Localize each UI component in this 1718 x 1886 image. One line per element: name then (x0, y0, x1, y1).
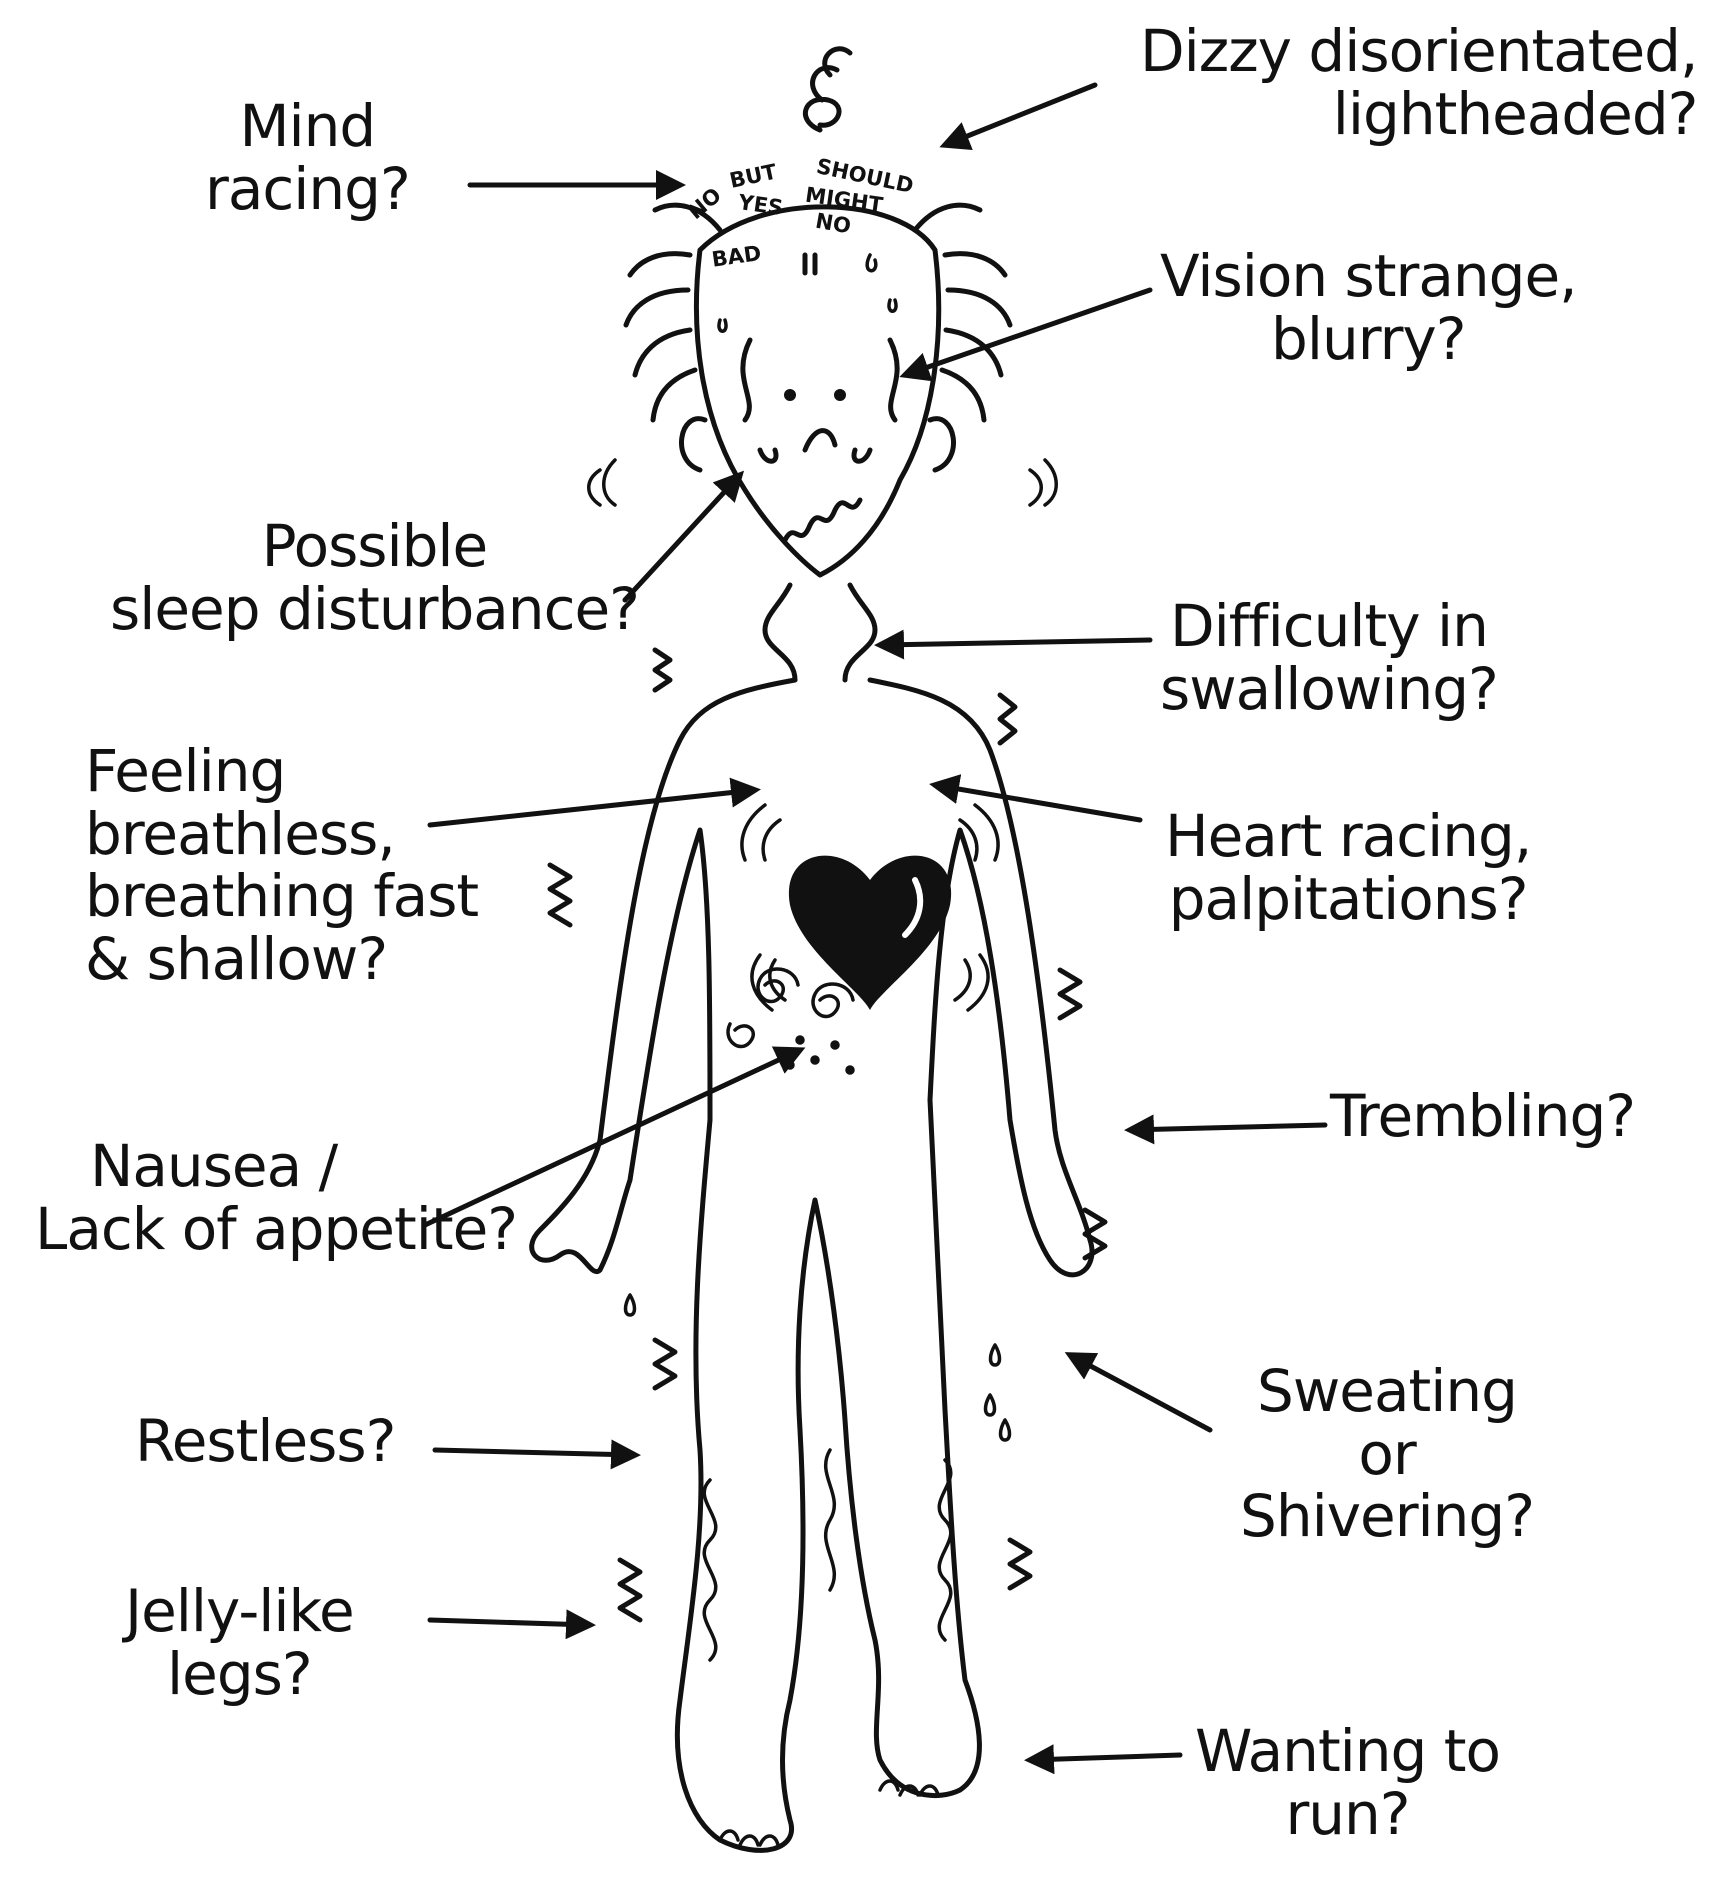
sweat-drops (626, 1295, 1010, 1440)
label-nausea: Nausea / Lack of appetite? (35, 1135, 517, 1260)
label-sweating: Sweating or Shivering? (1240, 1360, 1534, 1548)
label-line: Nausea / (35, 1135, 517, 1198)
label-line: Possible (110, 515, 639, 578)
arrow-dizzy (945, 85, 1095, 145)
label-line: Vision strange, (1160, 245, 1577, 308)
label-swallowing: Difficulty in swallowing? (1160, 595, 1498, 720)
head-word: BAD (710, 241, 763, 272)
label-breathless: Feeling breathless, breathing fast & sha… (85, 740, 478, 991)
arrow-jelly-legs (430, 1620, 590, 1625)
body-outline (532, 680, 1092, 1850)
label-line: run? (1195, 1783, 1500, 1846)
label-heart: Heart racing, palpitations? (1165, 805, 1531, 930)
arrow-heart (935, 785, 1140, 820)
label-line: Heart racing, (1165, 805, 1531, 868)
head-word: NO (814, 209, 853, 239)
label-mind-racing: Mind racing? (205, 95, 410, 220)
label-sleep: Possible sleep disturbance? (110, 515, 639, 640)
label-line: Wanting to (1195, 1720, 1500, 1783)
arrow-wanting-run (1030, 1755, 1180, 1760)
label-line: breathless, (85, 803, 478, 866)
label-line: palpitations? (1165, 868, 1531, 931)
label-line: or (1240, 1423, 1534, 1486)
label-dizzy: Dizzy disorientated, lightheaded? (1140, 20, 1697, 145)
label-line: Trembling? (1330, 1085, 1635, 1148)
hair-curl (805, 49, 850, 130)
label-line: Sweating (1240, 1360, 1534, 1423)
messy-hair (626, 205, 1010, 420)
head-word: YES (736, 190, 785, 220)
arrow-breathless (430, 790, 755, 825)
label-line: Feeling (85, 740, 478, 803)
label-line: Jelly-like (125, 1580, 354, 1643)
arrow-sweating (1070, 1355, 1210, 1430)
label-jelly-legs: Jelly-like legs? (125, 1580, 354, 1705)
arrow-swallowing (880, 640, 1150, 645)
arrow-trembling (1130, 1125, 1325, 1130)
label-line: Dizzy disorientated, (1140, 20, 1697, 83)
leg-shading (704, 1450, 951, 1660)
label-line: legs? (125, 1643, 354, 1706)
label-line: Restless? (135, 1410, 395, 1473)
label-line: Difficulty in (1160, 595, 1498, 658)
label-line: sleep disturbance? (110, 578, 639, 641)
heart (789, 856, 951, 1010)
arrow-vision (905, 290, 1150, 375)
label-vision: Vision strange, blurry? (1160, 245, 1577, 370)
label-line: swallowing? (1160, 658, 1498, 721)
arrow-restless (435, 1450, 635, 1455)
label-line: lightheaded? (1140, 83, 1697, 146)
stomach-swirl (728, 969, 853, 1073)
label-line: racing? (205, 158, 410, 221)
label-trembling: Trembling? (1330, 1085, 1635, 1148)
arrow-sleep (625, 475, 740, 600)
label-line: blurry? (1160, 308, 1577, 371)
label-line: breathing fast (85, 865, 478, 928)
label-line: Lack of appetite? (35, 1198, 517, 1261)
label-restless: Restless? (135, 1410, 395, 1473)
label-wanting-run: Wanting to run? (1195, 1720, 1500, 1845)
head-word: BUT (727, 159, 779, 192)
neck (765, 585, 875, 680)
label-line: & shallow? (85, 928, 478, 991)
head-worry-words: NO BUT SHOULD MIGHT YES NO BAD (683, 154, 915, 272)
label-line: Mind (205, 95, 410, 158)
head-word: NO (683, 183, 726, 224)
label-line: Shivering? (1240, 1485, 1534, 1548)
